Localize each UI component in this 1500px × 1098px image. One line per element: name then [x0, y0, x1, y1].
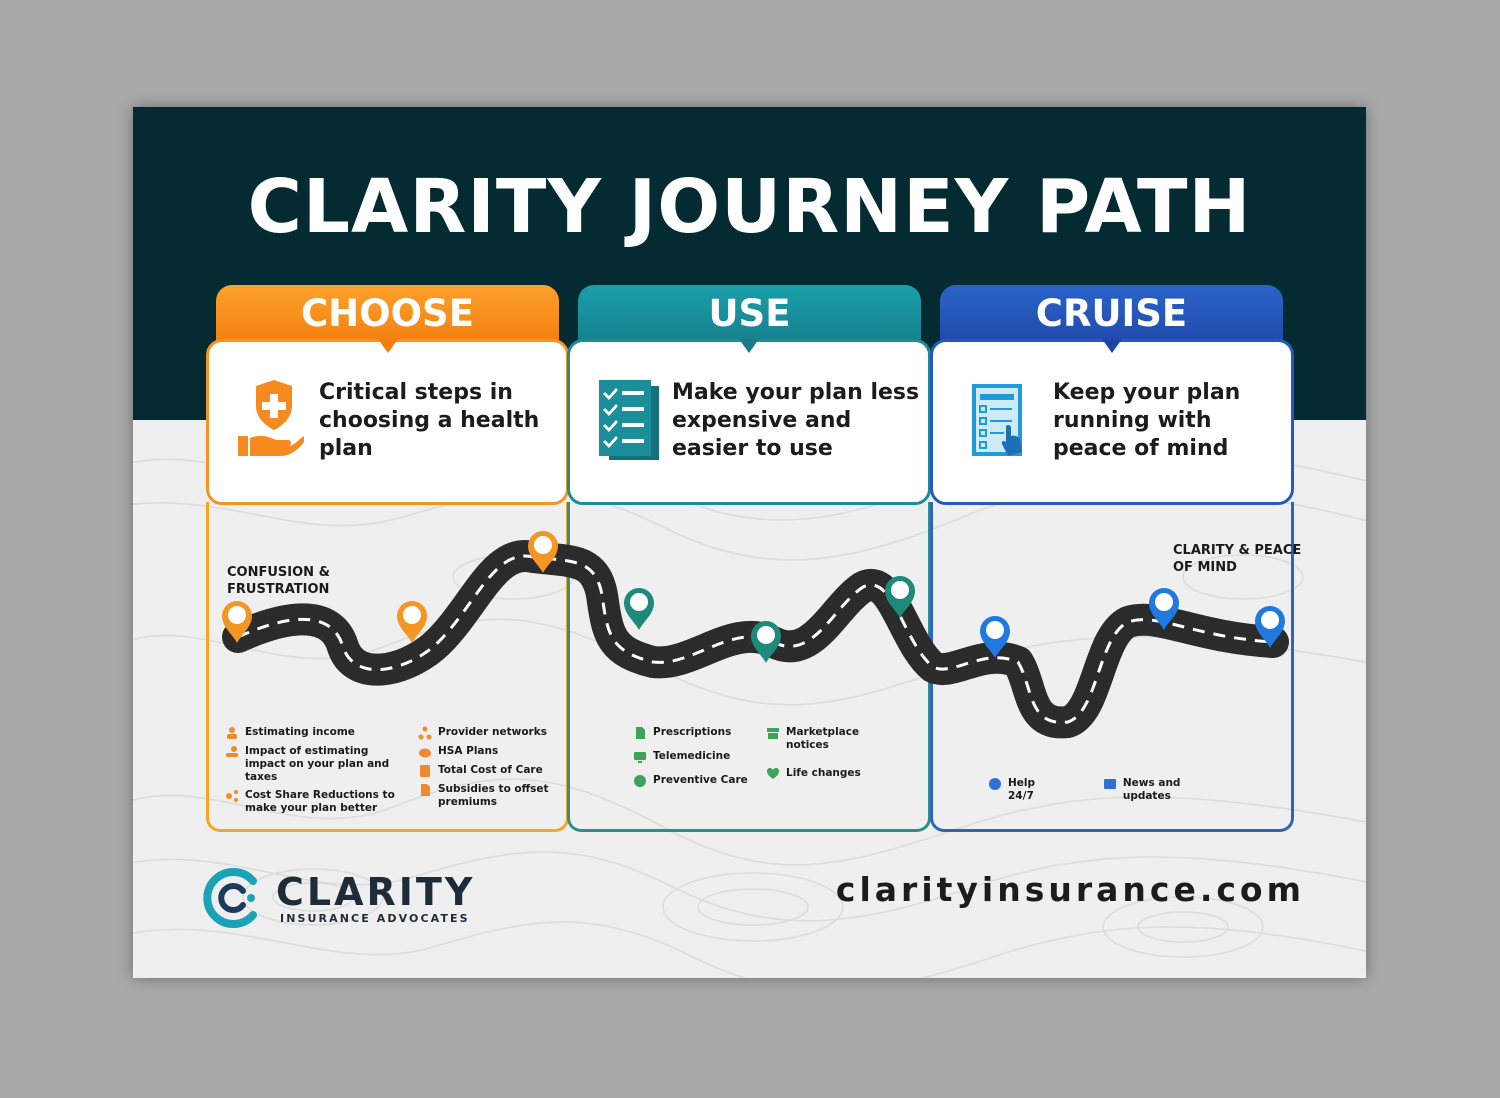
poster: CLARITY JOURNEY PATH CHOOSE USE CRUISE C… [133, 107, 1366, 978]
prescription-icon [636, 727, 645, 739]
list-item: Subsidies to offset premiums [418, 783, 558, 809]
share-icon [226, 790, 238, 802]
road-start-label: CONFUSION & FRUSTRATION [227, 565, 330, 597]
use-card: Make your plan less expensive and easier… [567, 339, 931, 505]
use-description: Make your plan less expensive and easier… [672, 380, 920, 461]
use-features-right: Marketplace notices Life changes [766, 726, 876, 796]
storefront-icon [767, 728, 779, 739]
clarity-logo-mark-icon [203, 868, 257, 928]
choose-features-left: Estimating income Impact of estimating i… [225, 726, 405, 820]
list-item: Life changes [766, 767, 876, 781]
list-item: Telemedicine [633, 750, 753, 764]
cruise-description: Keep your plan running with peace of min… [1053, 380, 1241, 461]
money-hand-icon [226, 746, 238, 757]
list-item: Marketplace notices [766, 726, 876, 752]
card-pointer [377, 339, 398, 353]
person-coin-icon [227, 727, 237, 739]
list-item: Cost Share Reductions to make your plan … [225, 789, 405, 815]
map-pin-icon [528, 531, 558, 573]
map-pin-icon [885, 576, 915, 618]
list-item: News and updates [1103, 777, 1226, 803]
list-item: Impact of estimating impact on your plan… [225, 745, 405, 784]
card-pointer [1102, 339, 1122, 353]
cruise-features: Help 24/7 News and updates [988, 777, 1268, 803]
telemedicine-icon [634, 752, 646, 763]
list-item: Help 24/7 [988, 777, 1061, 803]
network-icon [418, 726, 432, 740]
preventive-care-icon [634, 775, 646, 787]
hand-heart-icon [766, 767, 780, 779]
piggy-bank-icon [419, 748, 431, 758]
card-pointer [739, 339, 759, 353]
website-url[interactable]: clarityinsurance.com [835, 870, 1305, 909]
road-center-line [237, 554, 1274, 724]
map-pin-icon [751, 621, 781, 663]
map-pin-icon [980, 616, 1010, 658]
calculator-icon [420, 765, 430, 777]
map-pin-icon [397, 601, 427, 643]
form-touch-icon [972, 384, 1022, 456]
map-pin-icon [1149, 588, 1179, 630]
road-pins [222, 531, 1285, 663]
map-pin-icon [1255, 606, 1285, 648]
list-item: Preventive Care [633, 774, 753, 788]
page-title: CLARITY JOURNEY PATH [247, 164, 1252, 250]
list-item: Prescriptions [633, 726, 753, 740]
logo-tagline: INSURANCE ADVOCATES [280, 912, 470, 925]
list-item: Estimating income [225, 726, 405, 740]
use-features-left: Prescriptions Telemedicine Preventive Ca… [633, 726, 753, 798]
support-24-icon [989, 778, 1001, 790]
checklist-icon [599, 380, 659, 460]
choose-features-right: Provider networks HSA Plans Total Cost o… [418, 726, 558, 814]
logo-name: CLARITY [276, 870, 476, 914]
list-item: HSA Plans [418, 745, 558, 759]
journey-road [222, 531, 1289, 739]
choose-card: Critical steps in choosing a health plan [206, 339, 569, 505]
cruise-card: Keep your plan running with peace of min… [930, 339, 1294, 505]
road-end-label: CLARITY & PEACE OF MIND [1173, 543, 1302, 575]
news-icon [1103, 779, 1116, 789]
map-pin-icon [222, 601, 252, 643]
clarity-logo: CLARITY INSURANCE ADVOCATES [203, 867, 493, 937]
list-item: Provider networks [418, 726, 558, 740]
list-item: Total Cost of Care [418, 764, 558, 778]
shield-hand-icon [238, 380, 304, 456]
document-icon [421, 784, 430, 796]
choose-description: Critical steps in choosing a health plan [319, 380, 540, 461]
topographic-background [133, 443, 1366, 978]
map-pin-icon [624, 588, 654, 630]
